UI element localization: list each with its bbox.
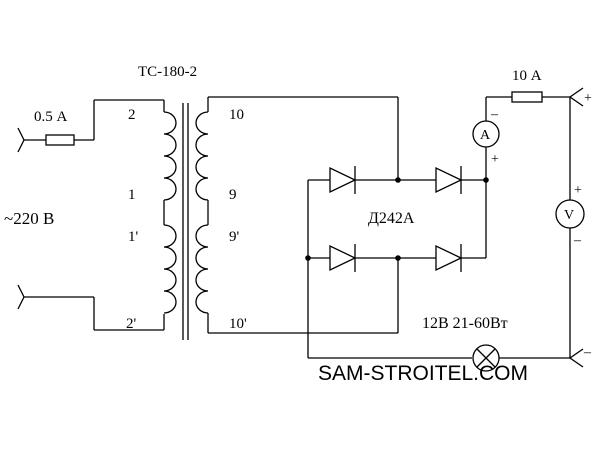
fuse-secondary-label: 10 А	[512, 68, 542, 84]
primary-pin-label: 2'	[126, 316, 137, 332]
primary-pin-label: 1	[128, 187, 136, 203]
primary-input-terminal-top	[17, 127, 25, 153]
junction-dot	[395, 177, 401, 183]
output-minus-sign: –	[583, 345, 592, 360]
ammeter-plus-sign: +	[491, 152, 499, 167]
secondary-pin-label: 9	[229, 187, 237, 203]
primary-fuse	[45, 134, 75, 146]
transformer-label: ТС-180-2	[138, 64, 197, 80]
secondary-fuse	[511, 91, 543, 103]
diode-top-right	[435, 166, 463, 194]
primary-winding-upper	[163, 111, 177, 201]
junction-dot	[483, 177, 489, 183]
primary-pin-label: 2	[128, 107, 136, 123]
fuse-primary-label: 0.5 А	[34, 109, 68, 125]
output-plus-sign: +	[584, 91, 592, 106]
diode-top-left	[329, 166, 357, 194]
secondary-winding-lower	[195, 224, 209, 314]
secondary-winding-upper	[195, 111, 209, 201]
voltmeter-label: V	[564, 208, 574, 223]
junction-dot	[395, 255, 401, 261]
output-terminal-bottom	[568, 348, 584, 368]
mains-voltage-label: ~220 В	[4, 209, 54, 228]
voltmeter-minus-sign: –	[573, 233, 582, 248]
primary-winding-lower	[163, 224, 177, 314]
junction-dot	[305, 255, 311, 261]
diode-type-label: Д242А	[368, 210, 415, 227]
ammeter-minus-sign: –	[490, 107, 499, 122]
site-watermark: SAM-STROITEL.COM	[318, 362, 528, 385]
ammeter-label: A	[480, 128, 491, 143]
primary-pin-label: 1'	[128, 229, 139, 245]
primary-input-terminal-bottom	[17, 284, 25, 310]
secondary-pin-label: 10'	[229, 316, 247, 332]
diode-bottom-right	[435, 244, 463, 272]
voltmeter-plus-sign: +	[574, 183, 582, 198]
diode-bottom-left	[329, 244, 357, 272]
secondary-pin-label: 9'	[229, 229, 240, 245]
lamp-label: 12В 21-60Вт	[422, 315, 508, 332]
secondary-pin-label: 10	[229, 107, 244, 123]
output-terminal-top	[568, 87, 584, 107]
